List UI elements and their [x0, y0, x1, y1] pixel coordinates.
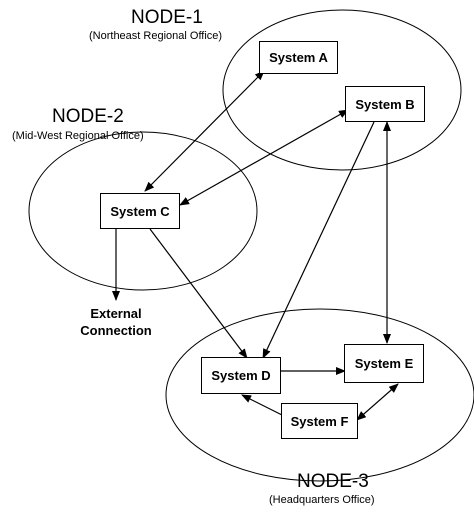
system-b-box: System B — [345, 86, 425, 122]
system-b-label: System B — [355, 96, 415, 112]
system-c-box: System C — [100, 193, 180, 229]
link-b-c — [179, 109, 349, 206]
node-3-subtitle: (Headquarters Office) — [269, 494, 375, 506]
system-d-box: System D — [201, 357, 281, 394]
system-f-label: System F — [290, 413, 349, 429]
system-c-label: System C — [110, 203, 170, 219]
external-connection-label: External Connection — [67, 305, 165, 339]
node-2-subtitle: (Mid-West Regional Office) — [12, 130, 144, 142]
system-a-box: System A — [259, 41, 338, 74]
node-3-title: NODE-3 — [297, 471, 369, 492]
link-e-f — [356, 383, 399, 421]
external-connection-line2: Connection — [80, 323, 152, 338]
link-c-d — [149, 228, 248, 359]
node-1-title: NODE-1 — [131, 7, 203, 28]
node-2-title: NODE-2 — [52, 106, 124, 127]
link-a-c — [144, 70, 265, 192]
node-3-boundary — [165, 308, 474, 482]
node-1-subtitle: (Northeast Regional Office) — [89, 30, 223, 42]
external-connection-line1: External — [90, 306, 142, 321]
system-d-label: System D — [211, 368, 271, 383]
node-1-boundary — [222, 9, 462, 171]
system-f-box: System F — [281, 403, 358, 439]
system-a-label: System A — [269, 50, 328, 65]
link-f-d — [241, 394, 283, 416]
system-e-label: System E — [354, 356, 414, 371]
system-e-box: System E — [344, 344, 424, 383]
link-b-d — [262, 121, 375, 359]
node-2-boundary — [28, 131, 258, 291]
